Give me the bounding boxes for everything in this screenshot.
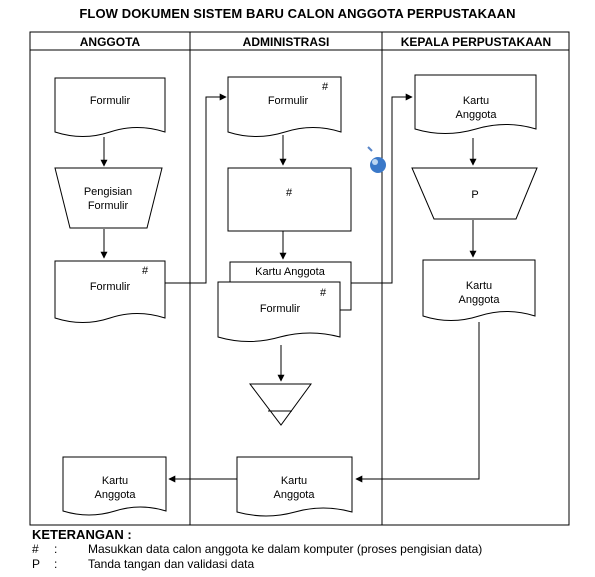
mark-formulir-admin: # (322, 81, 329, 93)
document-formulir-anggota-2 (54, 260, 166, 323)
label-formulir-admin-2: Formulir (260, 303, 301, 315)
label-kartu-anggota-admin: Kartu Anggota (255, 266, 326, 278)
label-kartu-kepala-1: Kartu (463, 95, 489, 107)
mark-formulir-anggota-2: # (142, 265, 149, 277)
legend-sep: : (54, 557, 58, 571)
flow-diagram: ANGGOTA ADMINISTRASI KEPALA PERPUSTAKAAN… (29, 31, 570, 526)
diagram-title: FLOW DOKUMEN SISTEM BARU CALON ANGGOTA P… (79, 6, 516, 21)
legend-text: Masukkan data calon anggota ke dalam kom… (88, 542, 483, 556)
legend-item: P : Tanda tangan dan validasi data (32, 557, 482, 572)
pin-icon (367, 146, 386, 173)
label-pengisian-line2: Formulir (88, 200, 129, 212)
connector-admin-to-kepala (351, 93, 413, 284)
legend: KETERANGAN : # : Masukkan data calon ang… (32, 527, 482, 572)
label-kartu-kepala2-1: Kartu (466, 280, 492, 292)
legend-heading: KETERANGAN : (32, 527, 132, 542)
process-input-data (227, 167, 352, 232)
label-kartu-anggota-bottom-1: Kartu (102, 475, 128, 487)
lane-header-administrasi: ADMINISTRASI (243, 35, 330, 49)
connector-anggota-to-admin (165, 93, 227, 284)
document-kartu-anggota-kepala (414, 74, 537, 134)
label-kartu-admin-bottom-2: Anggota (274, 489, 316, 501)
document-formulir-anggota (54, 77, 166, 137)
label-kartu-anggota-bottom-2: Anggota (95, 489, 137, 501)
legend-sep: : (54, 542, 58, 556)
mark-formulir-admin-2: # (320, 287, 327, 299)
mark-process-validasi: P (471, 189, 478, 201)
label-kartu-kepala-2: Anggota (456, 109, 498, 121)
label-formulir-anggota: Formulir (90, 95, 131, 107)
document-kartu-anggota-admin-bottom (236, 456, 353, 517)
lane-header-kepala: KEPALA PERPUSTAKAAN (401, 35, 551, 49)
archive-file-symbol (248, 383, 312, 426)
document-formulir-admin (227, 76, 342, 137)
connector-kepala-to-admin (355, 322, 480, 483)
document-formulir-admin-2 (217, 281, 341, 342)
manual-op-pengisian (54, 167, 163, 229)
label-kartu-kepala2-2: Anggota (459, 294, 501, 306)
document-kartu-anggota-anggota-bottom (62, 456, 167, 516)
mark-process-input: # (286, 187, 293, 199)
legend-item: # : Masukkan data calon anggota ke dalam… (32, 542, 482, 557)
lane-header-anggota: ANGGOTA (80, 35, 141, 49)
label-formulir-anggota-2: Formulir (90, 281, 131, 293)
manual-op-validasi (411, 167, 538, 220)
label-pengisian-line1: Pengisian (84, 186, 132, 198)
legend-symbol: # (32, 542, 39, 556)
legend-text: Tanda tangan dan validasi data (88, 557, 255, 571)
document-kartu-anggota-kepala-2 (422, 259, 536, 321)
label-formulir-admin: Formulir (268, 95, 309, 107)
label-kartu-admin-bottom-1: Kartu (281, 475, 307, 487)
legend-symbol: P (32, 557, 41, 571)
swimlane-frame (29, 31, 570, 526)
